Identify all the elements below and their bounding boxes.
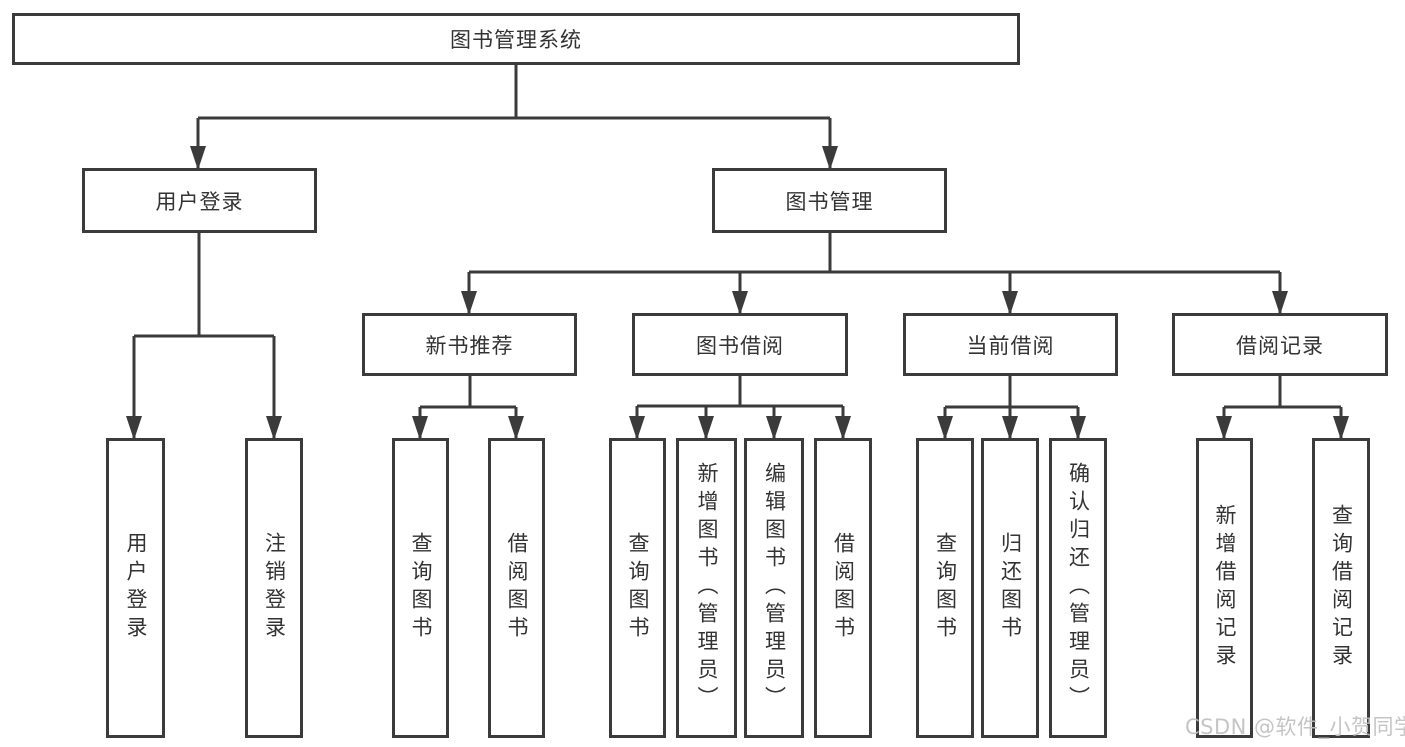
leaf-borrowing-query-books: 查询图书 [609, 438, 666, 738]
leaf-newbooks-borrow-books: 借阅图书 [488, 438, 545, 738]
csdn-watermark: CSDN @软件_小贺同学 [1185, 715, 1405, 739]
leaf-current-confirm-return-admin: 确认归还（管理员） [1049, 438, 1107, 738]
node-book-management: 图书管理 [712, 168, 947, 233]
leaf-records-query-borrow-record: 查询借阅记录 [1312, 438, 1370, 738]
node-new-book-recommendation: 新书推荐 [362, 313, 577, 376]
leaf-borrowing-add-books-admin: 新增图书（管理员） [676, 438, 737, 738]
leaf-logout-login: 注销登录 [245, 438, 303, 738]
leaf-borrowing-edit-books-admin: 编辑图书（管理员） [744, 438, 804, 738]
leaf-current-return-books: 归还图书 [981, 438, 1039, 738]
leaf-user-login: 用户登录 [106, 438, 165, 738]
node-book-borrowing: 图书借阅 [632, 313, 848, 376]
leaf-current-query-books: 查询图书 [916, 438, 974, 738]
leaf-records-add-borrow-record: 新增借阅记录 [1196, 438, 1253, 738]
node-borrowing-records: 借阅记录 [1172, 313, 1388, 376]
leaf-borrowing-borrow-books: 借阅图书 [814, 438, 872, 738]
leaf-newbooks-query-books: 查询图书 [392, 438, 449, 738]
node-current-borrowing: 当前借阅 [903, 313, 1118, 376]
node-user-login: 用户登录 [82, 168, 317, 233]
node-root: 图书管理系统 [12, 13, 1020, 65]
